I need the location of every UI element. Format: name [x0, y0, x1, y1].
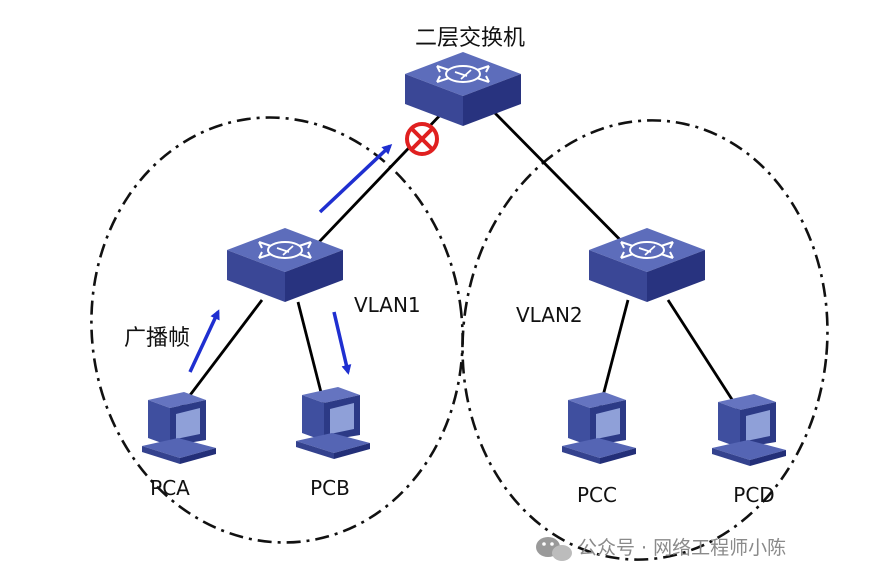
broadcast-frame-label: 广播帧	[124, 326, 190, 351]
arrow-down-to-pcb	[332, 311, 352, 375]
top-switch-label: 二层交换机	[415, 26, 525, 51]
pcb-icon	[296, 387, 370, 459]
pcd-label: PCD	[733, 483, 774, 507]
pcc-label: PCC	[577, 483, 617, 507]
watermark-text: 公众号 · 网络工程师小陈	[578, 537, 786, 559]
broadcast-arrows	[188, 143, 393, 375]
wechat-icon	[536, 537, 572, 561]
pca-label: PCA	[150, 476, 190, 500]
watermark: 公众号 · 网络工程师小陈	[536, 537, 786, 561]
pca-icon	[142, 392, 216, 464]
pcd-icon	[712, 394, 786, 466]
top-switch-icon	[404, 51, 522, 127]
vlan1-boundary	[90, 116, 464, 544]
vlan2-switch-icon	[588, 227, 706, 303]
pcc-icon	[562, 392, 636, 464]
arrow-up-from-pca	[188, 309, 220, 373]
link-top-to-right-switch	[489, 107, 643, 263]
vlan1-label: VLAN1	[354, 293, 421, 317]
link-right-switch-to-pcd	[666, 299, 744, 416]
vlan2-boundary	[461, 119, 829, 561]
pcb-label: PCB	[310, 476, 350, 500]
link-left-switch-to-pcb	[296, 301, 327, 409]
vlan1-switch-icon	[226, 227, 344, 303]
blocked-icon	[405, 122, 439, 156]
arrow-up-to-top-switch	[318, 143, 393, 214]
vlan2-label: VLAN2	[516, 303, 583, 327]
